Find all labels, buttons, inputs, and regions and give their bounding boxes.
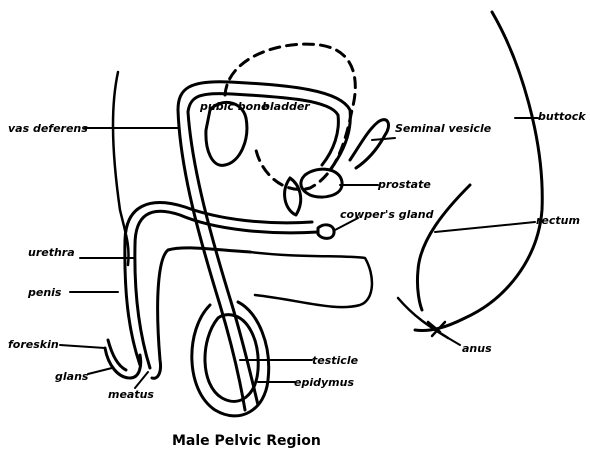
- label-meatus: meatus: [108, 388, 154, 401]
- label-penis: penis: [27, 286, 62, 299]
- prostate-shape: [301, 169, 342, 197]
- label-glans: glans: [55, 370, 89, 383]
- label-seminal-vesicle: Seminal vesicle: [395, 122, 492, 135]
- anus-leader: [438, 332, 460, 345]
- rectum-wall: [417, 185, 470, 310]
- label-foreskin: foreskin: [8, 338, 59, 351]
- label-urethra: urethra: [28, 246, 75, 259]
- vas-deferens-descending: [178, 110, 245, 410]
- label-bladder: bladder: [262, 100, 310, 113]
- label-cowpers-gland: cowper's gland: [340, 208, 434, 221]
- label-testicle: testicle: [312, 354, 359, 367]
- seminal-vesicle-shape: [350, 120, 389, 168]
- label-epidymus: epidymus: [294, 376, 354, 389]
- label-vas-deferens: vas deferens: [8, 122, 88, 135]
- label-buttock: buttock: [538, 110, 586, 123]
- back-body-outline: [415, 12, 542, 331]
- prostate-duct: [285, 178, 301, 215]
- cowpers-gland-shape: [318, 225, 334, 239]
- glans-leader: [88, 368, 112, 374]
- label-prostate: prostate: [377, 178, 431, 191]
- anus-marker: [398, 298, 448, 338]
- foreskin-leader: [60, 345, 105, 348]
- label-rectum: rectum: [536, 214, 580, 227]
- diagram-title: Male Pelvic Region: [172, 433, 321, 449]
- testicle-shape: [205, 315, 258, 402]
- label-anus: anus: [462, 342, 492, 355]
- label-pubic-bone: pubic bone: [199, 100, 269, 113]
- perineum-outline: [250, 252, 372, 307]
- vas-deferens-descending-inner: [188, 112, 258, 405]
- seminal-vesicle-leader: [372, 138, 395, 140]
- rectum-leader: [435, 222, 535, 232]
